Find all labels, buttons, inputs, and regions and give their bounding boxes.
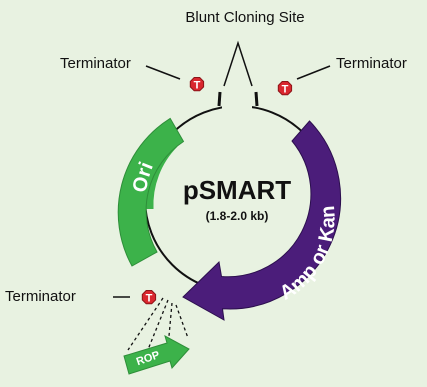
amp-kan-arrow	[182, 120, 342, 321]
plasmid-size: (1.8-2.0 kb)	[206, 209, 269, 223]
rop-arrow	[123, 334, 190, 375]
svg-text:T: T	[282, 84, 289, 96]
ori-segment	[141, 136, 178, 209]
terminator-label-left-top: Terminator	[60, 55, 131, 72]
ori-arc	[117, 117, 185, 267]
cloning-site-pointer	[223, 40, 253, 87]
terminator-label-bottom: Terminator	[5, 288, 76, 305]
svg-text:T: T	[194, 80, 201, 92]
terminator-leader-left-top	[145, 65, 181, 80]
terminator-leader-right-top	[296, 65, 331, 80]
svg-text:T: T	[146, 293, 153, 305]
plasmid-title: pSMART	[183, 175, 291, 205]
terminator-icon-right-top: T	[277, 81, 293, 96]
terminator-label-right-top: Terminator	[336, 55, 407, 72]
terminator-icon-bottom: T	[141, 290, 157, 305]
cloning-site-right-end	[254, 91, 259, 107]
terminator-icon-left-top: T	[189, 77, 205, 92]
cloning-site-left-end	[217, 91, 222, 107]
cloning-site-label: Blunt Cloning Site	[185, 9, 304, 26]
